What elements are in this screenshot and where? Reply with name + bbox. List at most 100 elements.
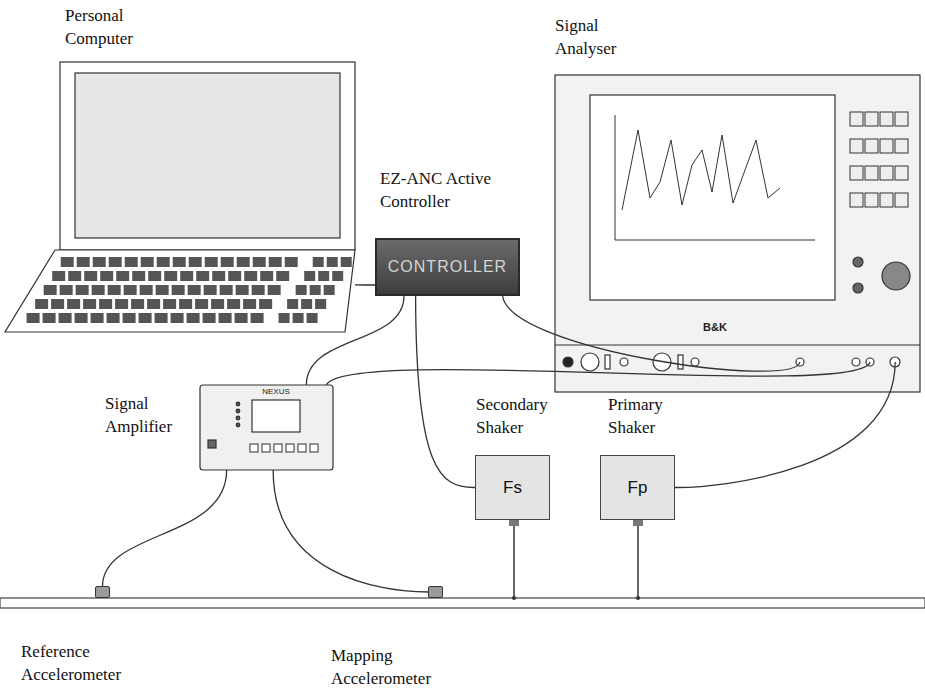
key <box>252 285 265 295</box>
key <box>332 271 343 281</box>
laptop-computer: Personal Computer <box>5 60 355 335</box>
key <box>195 299 208 309</box>
shaker-box: Primary ShakerFp <box>600 455 675 520</box>
key <box>279 313 290 323</box>
signal-cable <box>326 362 870 385</box>
panel-socket <box>581 353 599 371</box>
laptop-base <box>5 250 355 332</box>
key <box>132 271 145 281</box>
key <box>92 285 105 295</box>
amplifier-button <box>298 444 306 452</box>
key <box>268 285 281 295</box>
key <box>307 313 318 323</box>
analyser-button <box>895 166 908 180</box>
key <box>173 257 186 267</box>
key <box>124 285 137 295</box>
led <box>236 409 240 413</box>
led <box>236 416 240 420</box>
analyser-button <box>880 193 893 207</box>
key <box>244 271 257 281</box>
key <box>259 299 272 309</box>
keyboard-keys <box>27 257 352 323</box>
signal-cable <box>273 470 428 592</box>
key <box>203 313 216 323</box>
key <box>68 271 81 281</box>
key <box>157 257 170 267</box>
key <box>140 285 153 295</box>
key <box>285 257 298 267</box>
key <box>293 313 304 323</box>
panel-connector <box>866 358 874 366</box>
key <box>327 257 338 267</box>
analyser-button <box>880 166 893 180</box>
key <box>77 257 90 267</box>
force-symbol: Fp <box>628 478 648 498</box>
key <box>171 313 184 323</box>
key <box>116 271 129 281</box>
amplifier-drawing <box>200 385 333 470</box>
amplifier-button <box>250 444 258 452</box>
key <box>212 271 225 281</box>
key <box>251 313 264 323</box>
signal-cable <box>306 296 404 385</box>
analyser-buttons <box>850 112 908 207</box>
key <box>35 299 48 309</box>
small-knob <box>853 257 863 267</box>
power-button <box>208 440 216 448</box>
panel-dot <box>563 357 573 367</box>
led <box>236 423 240 427</box>
big-knob <box>882 262 910 290</box>
key <box>301 299 312 309</box>
key <box>155 313 168 323</box>
key <box>148 271 161 281</box>
key <box>228 271 241 281</box>
key <box>123 313 136 323</box>
signal-cable <box>416 296 475 488</box>
key <box>172 285 185 295</box>
key <box>109 257 122 267</box>
force-symbol: Fs <box>503 478 522 498</box>
key <box>220 285 233 295</box>
brand-label: B&K <box>685 321 745 334</box>
key <box>100 271 113 281</box>
brand-label: NEXUS <box>252 387 300 397</box>
key <box>51 299 64 309</box>
device-label: Reference Accelerometer <box>21 641 141 687</box>
stinger-mount <box>509 520 519 526</box>
device-label: Signal Analyser <box>555 15 645 61</box>
key <box>27 313 40 323</box>
device-label: Signal Amplifier <box>105 393 190 439</box>
key <box>269 257 282 267</box>
analyser-button <box>865 139 878 153</box>
analyser-button <box>850 166 863 180</box>
key <box>219 313 232 323</box>
analyser-drawing <box>555 75 920 392</box>
key <box>237 257 250 267</box>
key <box>221 257 234 267</box>
analyser-panel-edge <box>555 344 920 345</box>
stinger-tip <box>636 596 640 600</box>
key <box>52 271 65 281</box>
analyser-button <box>850 112 863 126</box>
analyser-body <box>555 75 920 392</box>
amplifier-body <box>200 385 333 470</box>
key <box>108 285 121 295</box>
panel-connector <box>796 358 804 366</box>
key <box>318 271 329 281</box>
key <box>253 257 266 267</box>
key <box>180 271 193 281</box>
key <box>205 257 218 267</box>
key <box>164 271 177 281</box>
amplifier-button <box>262 444 270 452</box>
stinger-mount <box>633 520 643 526</box>
key <box>67 299 80 309</box>
device-label: Personal Computer <box>65 5 165 51</box>
key <box>147 299 160 309</box>
key <box>243 299 256 309</box>
key <box>139 313 152 323</box>
key <box>156 285 169 295</box>
key <box>179 299 192 309</box>
analyser-button <box>880 139 893 153</box>
signal-cable <box>503 296 800 371</box>
